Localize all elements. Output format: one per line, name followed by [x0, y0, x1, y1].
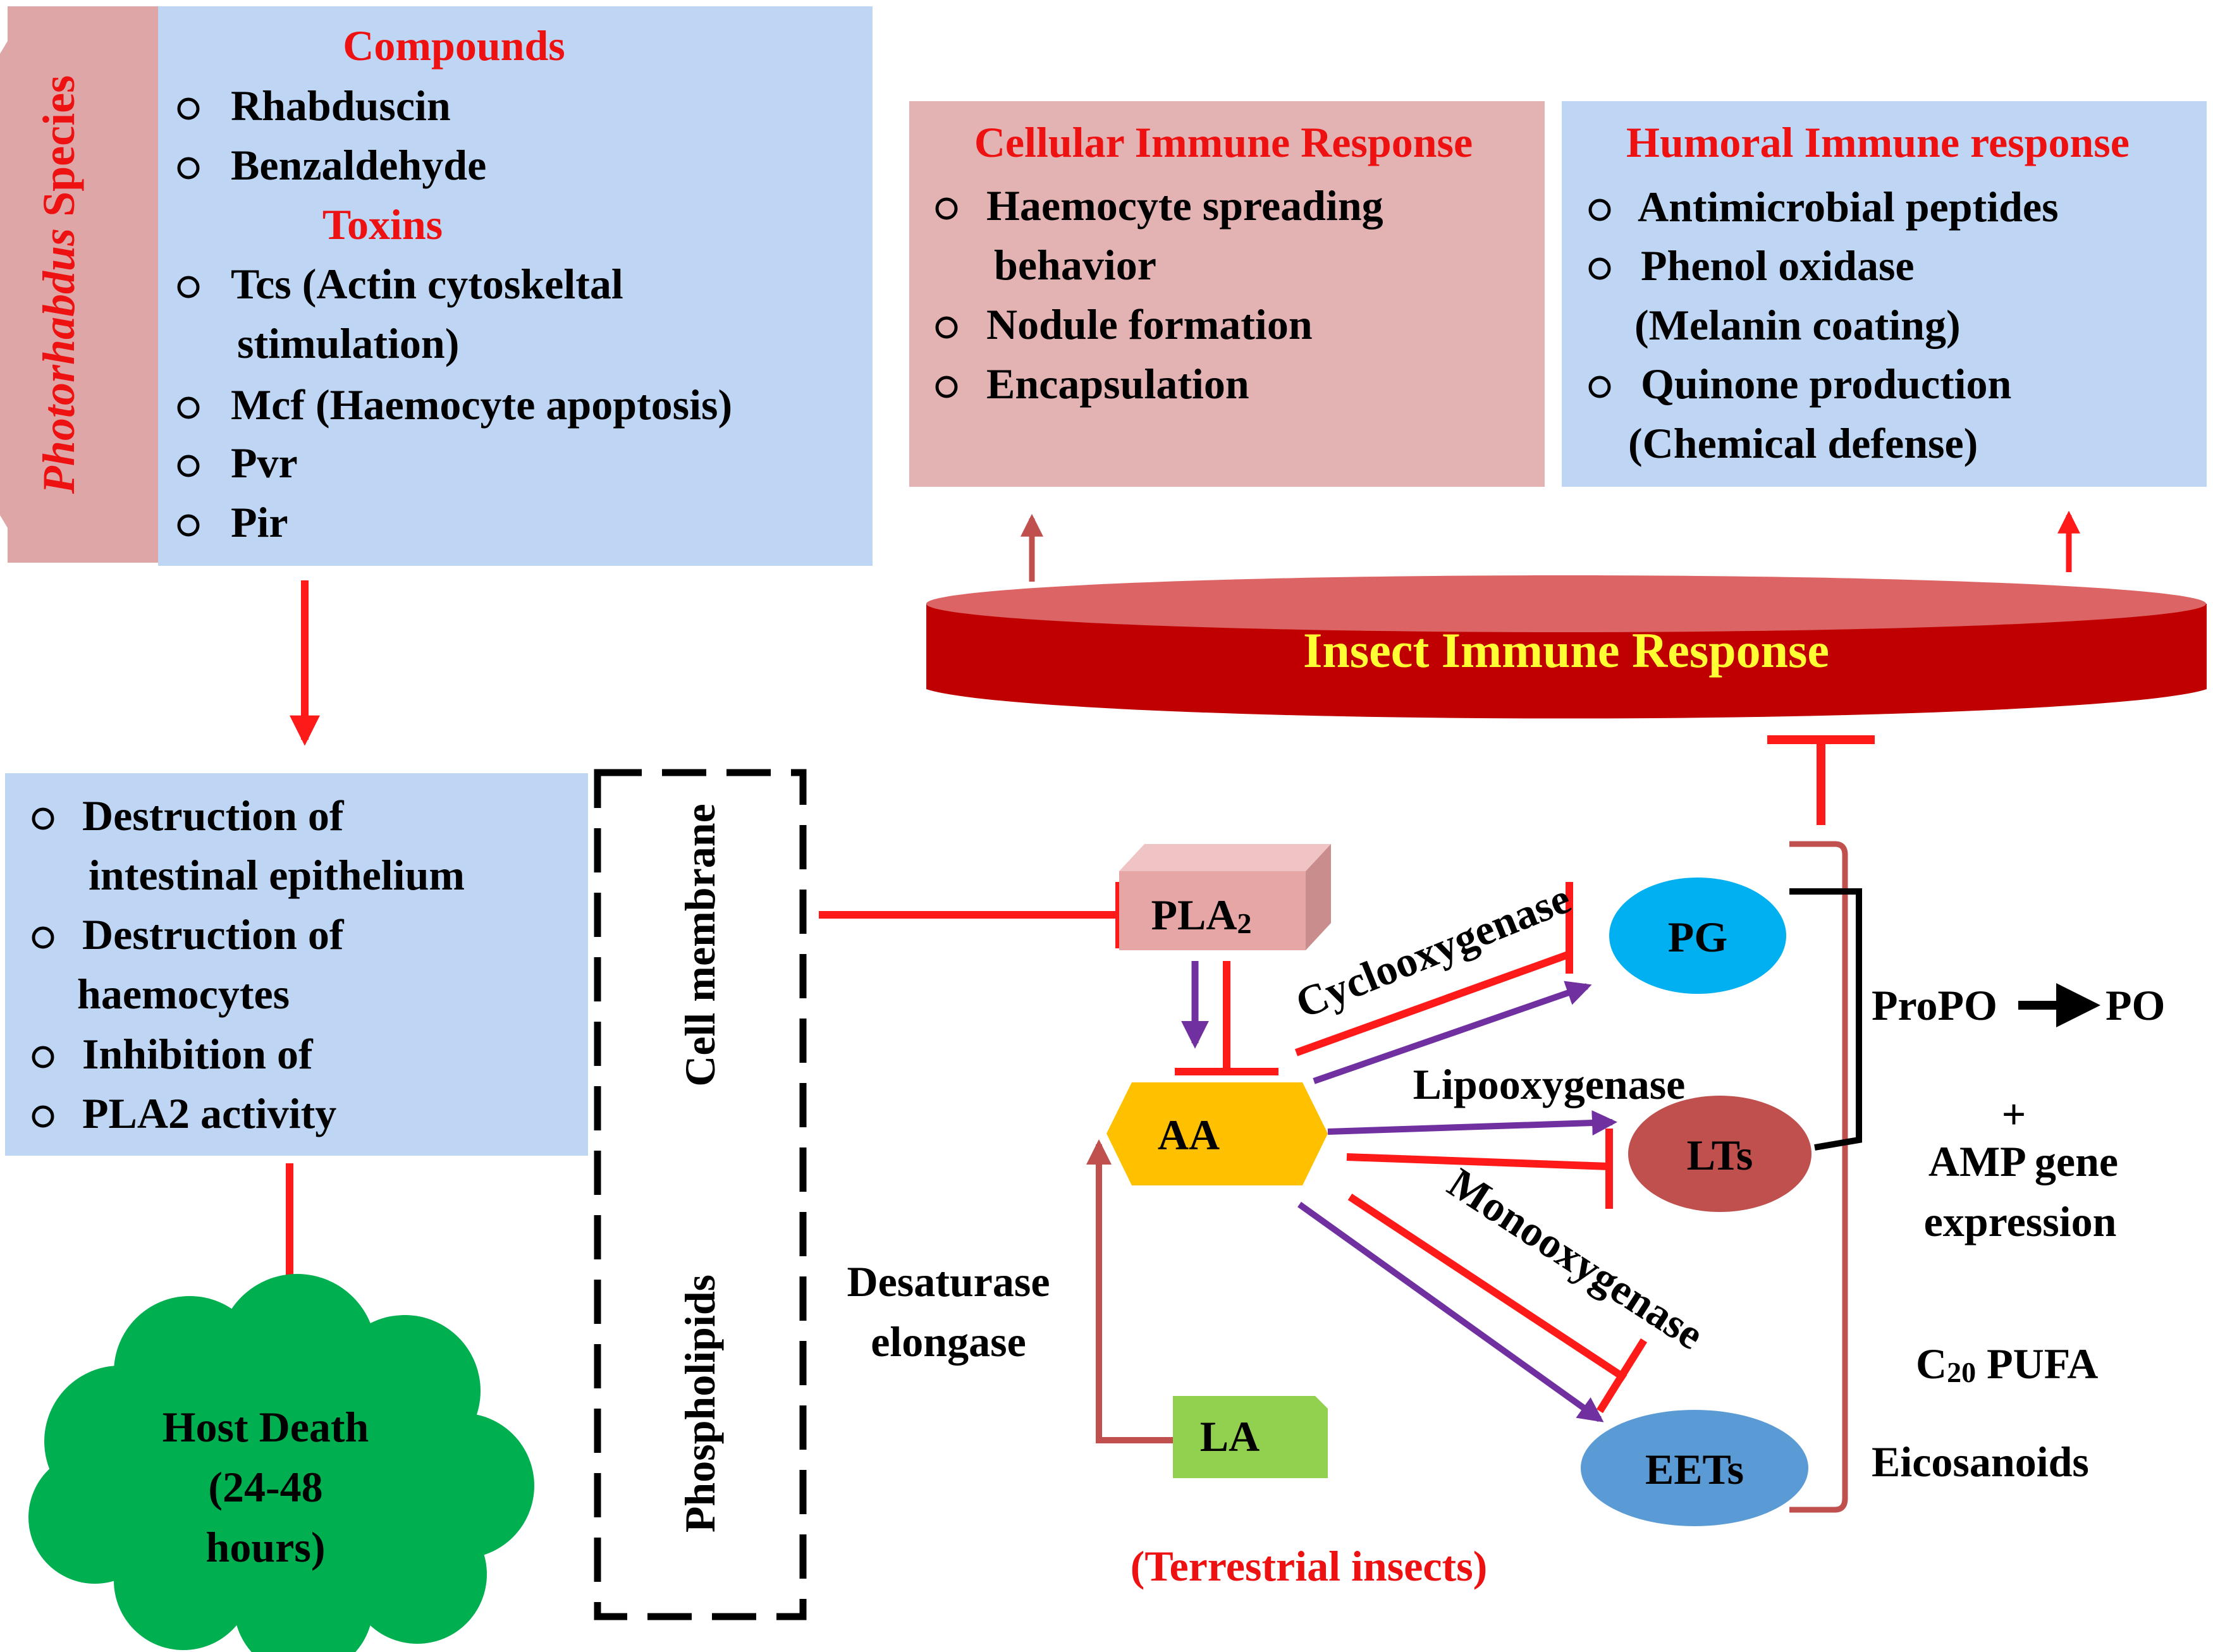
cellular-item: Haemocyte spreading — [986, 181, 1383, 229]
compounds-list: Rhabduscin Benzaldehyde — [177, 82, 486, 189]
cellular-item-continued: behavior — [994, 241, 1156, 289]
humoral-list: Antimicrobial peptides Phenol oxidase (M… — [1588, 183, 2059, 467]
inhibit-line-to-lts — [1346, 1153, 1610, 1170]
effect-item-continued: intestinal epithelium — [89, 851, 465, 899]
list-bullet — [32, 1105, 54, 1128]
humoral-item: Phenol oxidase — [1641, 242, 1915, 290]
humoral-item: Antimicrobial peptides — [1638, 183, 2059, 231]
list-bullet — [935, 376, 958, 398]
compound-item: Benzaldehyde — [231, 141, 486, 189]
inhibit-bar-eets — [1596, 1338, 1648, 1414]
arrow-aa-to-eets — [1297, 1201, 1604, 1423]
plus-sign: + — [2002, 1090, 2026, 1138]
pla2-box — [1119, 844, 1331, 950]
arrow-aa-to-pg — [1313, 981, 1592, 1084]
species-genus-text: Photorhabdus — [34, 228, 84, 494]
terrestrial-caption: (Terrestrial insects) — [1131, 1542, 1488, 1590]
list-bullet — [177, 514, 200, 537]
species-tab-label: Photorhabdus Species — [34, 75, 84, 494]
cell-membrane-label: Cell membrane — [676, 804, 724, 1087]
pg-label: PG — [1668, 913, 1727, 961]
cellular-item: Nodule formation — [986, 300, 1313, 348]
effects-panel — [5, 773, 588, 1156]
cellular-list: Haemocyte spreading behavior Nodule form… — [935, 181, 1383, 408]
species-rest-text: Species — [34, 75, 84, 217]
amp-line2: expression — [1924, 1197, 2117, 1245]
immune-disc-label: Insect Immune Response — [1303, 623, 1829, 678]
effect-item: Inhibition of — [82, 1030, 314, 1078]
list-bullet — [1588, 376, 1611, 398]
list-bullet — [935, 197, 958, 220]
list-bullet — [177, 97, 200, 120]
humoral-item: Quinone production — [1641, 360, 2011, 408]
list-bullet — [177, 455, 200, 477]
desaturase-label: Desaturase — [847, 1257, 1050, 1306]
list-bullet — [177, 276, 200, 298]
propo-label: ProPO — [1872, 981, 1997, 1029]
species-tab — [0, 6, 158, 563]
pg-lts-connector — [1789, 888, 1862, 1151]
lipooxygenase-label: Lipooxygenase — [1413, 1060, 1686, 1108]
list-bullet — [32, 926, 54, 949]
compound-item: Rhabduscin — [231, 82, 451, 130]
toxin-item: Mcf (Haemocyte apoptosis) — [231, 381, 732, 429]
inhibit-line-to-pg — [1294, 951, 1570, 1056]
toxin-item: Pir — [231, 498, 288, 546]
list-bullet — [32, 807, 54, 830]
list-bullet — [1588, 199, 1611, 221]
cellular-panel — [909, 101, 1545, 487]
eets-ellipse — [1581, 1410, 1808, 1526]
effect-item-continued: haemocytes — [77, 970, 290, 1018]
inhibit-line-to-eets — [1347, 1193, 1628, 1382]
toxin-item-continued: stimulation) — [237, 319, 459, 367]
amp-line1: AMP gene — [1928, 1137, 2118, 1185]
host-death-line: Host Death — [162, 1403, 369, 1451]
list-bullet — [177, 396, 200, 419]
list-bullet — [177, 157, 200, 180]
effect-item: Destruction of — [82, 910, 345, 958]
toxins-heading: Toxins — [322, 200, 443, 248]
po-label: PO — [2106, 981, 2165, 1029]
compounds-panel — [158, 6, 873, 566]
effects-list: Destruction of intestinal epithelium Des… — [32, 792, 465, 1137]
eets-label: EETs — [1645, 1445, 1744, 1493]
cellular-heading: Cellular Immune Response — [974, 118, 1473, 166]
humoral-panel — [1562, 101, 2207, 487]
list-bullet — [1588, 257, 1611, 280]
eicosanoid-bracket — [1789, 841, 1848, 1513]
toxin-item: Pvr — [231, 439, 298, 487]
immune-disc — [926, 575, 2207, 719]
pg-ellipse — [1609, 878, 1786, 994]
humoral-item-continued: (Melanin coating) — [1634, 301, 1961, 349]
effect-item: Destruction of — [82, 792, 345, 840]
lts-ellipse — [1628, 1096, 1811, 1212]
aa-hexagon — [1106, 1082, 1328, 1185]
humoral-item-continued: (Chemical defense) — [1628, 419, 1978, 467]
lts-label: LTs — [1687, 1131, 1753, 1179]
cellular-item: Encapsulation — [986, 360, 1249, 408]
list-bullet — [32, 1046, 54, 1068]
aa-label: AA — [1158, 1111, 1220, 1159]
host-death-cloud — [28, 1274, 534, 1652]
host-death-line: (24-48 — [208, 1463, 322, 1511]
host-death-line: hours) — [206, 1523, 326, 1571]
toxin-item: Tcs (Actin cytoskeltal — [231, 260, 623, 308]
compounds-heading: Compounds — [343, 21, 565, 70]
humoral-heading: Humoral Immune response — [1626, 118, 2130, 166]
la-label: LA — [1200, 1412, 1260, 1460]
c20-pufa-label: C20 PUFA — [1916, 1340, 2098, 1388]
cell-membrane-box — [594, 769, 807, 1620]
pla2-label: PLA2 — [1151, 891, 1252, 939]
list-bullet — [935, 316, 958, 339]
eicosanoids-label: Eicosanoids — [1872, 1438, 2089, 1486]
phospholipids-label: Phospholipids — [676, 1275, 724, 1533]
toxins-list: Tcs (Actin cytoskeltal stimulation) Mcf … — [177, 260, 732, 546]
elongase-label: elongase — [871, 1318, 1026, 1366]
arrow-la-to-aa — [1086, 1139, 1173, 1443]
effect-item: PLA2 activity — [82, 1089, 336, 1137]
la-box — [1173, 1396, 1328, 1478]
arrow-aa-to-lts — [1327, 1110, 1617, 1136]
